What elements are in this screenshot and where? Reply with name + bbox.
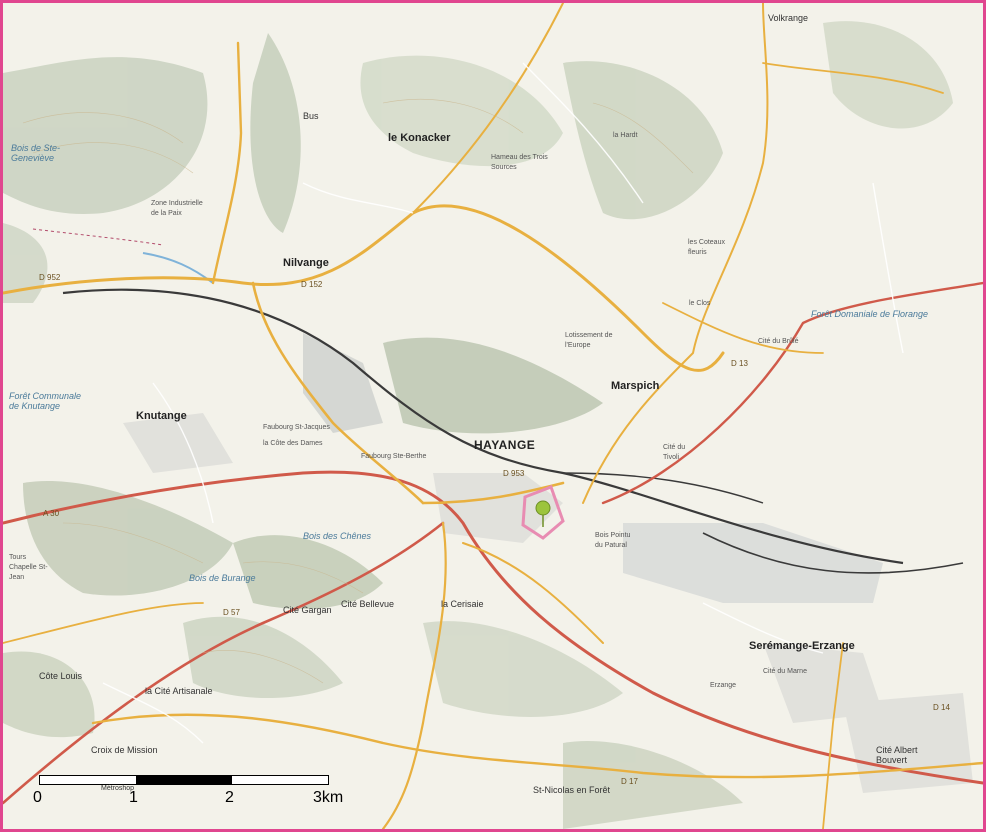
place-label-faubourg-st-jacques: Faubourg St-Jacques	[263, 424, 330, 431]
place-label-st-nicolas: St-Nicolas en Forêt	[533, 785, 611, 795]
scale-bar-segment	[136, 776, 232, 784]
place-label-faubourg-ste-berthe: Faubourg Ste-Berthe	[361, 453, 427, 460]
place-label-croix-de-mission: Croix de Mission	[91, 745, 158, 755]
town-label-konacker: le Konacker	[388, 132, 451, 144]
forest-label-bois-de-burange: Bois de Burange	[189, 573, 256, 583]
urban-areas	[123, 333, 973, 793]
location-marker[interactable]	[521, 485, 565, 540]
town-label-hayange: HAYANGE	[474, 438, 536, 452]
road-label-d14: D 14	[933, 703, 950, 712]
scale-unit-label: Métroshop	[101, 785, 135, 792]
scale-tick-2: 2	[225, 789, 234, 806]
place-label-erzange: Erzange	[710, 682, 737, 689]
place-label-cite-albert: Cité Albert Bouvert	[876, 745, 918, 765]
town-label-volkrange: Volkrange	[768, 13, 809, 23]
place-label-cote-louis: Côte Louis	[39, 671, 83, 681]
scale-tick-1: 1	[129, 789, 138, 806]
scale-bar: Métroshop 0 1 2 3km	[31, 763, 361, 825]
place-label-hameau: Hameau des Trois Sources	[491, 154, 548, 171]
scale-tick-0: 0	[33, 789, 42, 806]
place-label-cite-du-brule: Cité du Brûlé	[758, 338, 799, 345]
place-label-cite-artisanale: la Cité Artisanale	[145, 686, 213, 696]
forest-label-domaniale-florange: Forêt Domaniale de Florange	[811, 309, 929, 319]
place-label-lotissement: Lotissement de l'Europe	[565, 332, 613, 349]
forest-label-bois-des-chenes: Bois des Chênes	[303, 531, 372, 541]
place-label-la-cerisaie: la Cerisaie	[441, 599, 484, 609]
highways	[3, 281, 983, 805]
town-label-nilvange: Nilvange	[283, 257, 329, 269]
road-label-d57: D 57	[223, 608, 240, 617]
road-label-d13: D 13	[731, 359, 748, 368]
relief-shading	[3, 21, 953, 829]
place-label-bus: Bus	[303, 111, 319, 121]
railways	[62, 288, 964, 574]
place-label-cite-du-tivoli: Cité du Tivoli	[663, 444, 686, 461]
town-label-knutange: Knutange	[136, 410, 187, 422]
place-label-cite-bellevue: Cité Bellevue	[341, 599, 395, 609]
place-label-le-clos: le Clos	[689, 300, 711, 307]
topographic-map[interactable]	[3, 3, 983, 829]
place-label-la-hardt: la Hardt	[613, 132, 638, 139]
road-label-d952: D 952	[39, 273, 61, 282]
minor-roads	[102, 62, 904, 744]
place-label-coteaux-fleuris: les Coteaux fleuris	[688, 239, 725, 256]
forest-label-ste-genevieve: Bois de Ste-Geneviève	[11, 143, 61, 163]
road-label-d953: D 953	[503, 469, 525, 478]
road-label-d17: D 17	[621, 777, 638, 786]
road-label-d152: D 152	[301, 280, 323, 289]
place-label-cite-gargan: Cité Gargan	[283, 605, 332, 615]
place-label-tours: Tours Chapelle St-Jean	[9, 554, 48, 581]
place-label-cote-des-dames: la Côte des Dames	[263, 440, 323, 447]
main-roads	[3, 3, 983, 829]
town-label-marspich: Marspich	[611, 380, 660, 392]
forest-label-communale-knutange: Forêt Communale de Knutange	[9, 391, 82, 411]
contour-lines	[22, 98, 694, 684]
place-label-patural: Bois Pointu du Patural	[595, 532, 631, 549]
town-label-seremange-erzange: Serémange-Erzange	[749, 640, 855, 652]
scale-tick-3: 3km	[313, 789, 344, 806]
place-label-zone-industrielle: Zone Industrielle de la Paix	[151, 200, 203, 217]
place-label-cite-du-marne: Cité du Marne	[763, 668, 807, 675]
scale-bar-track	[39, 775, 329, 785]
road-label-a30: A 30	[43, 509, 60, 518]
